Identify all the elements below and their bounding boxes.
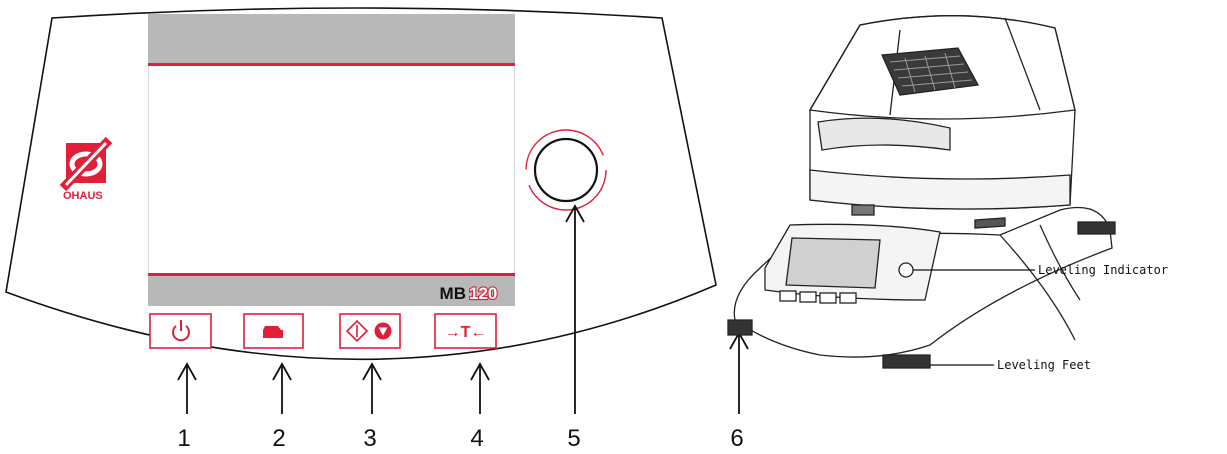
callout-4: 4 [470,425,483,452]
screen-top-red-line [148,63,515,66]
screen-bottom-bar [148,276,515,306]
moisture-analyzer-drawing [727,15,1116,369]
lid-latch [851,204,875,216]
logo-ring [69,151,103,177]
start-stop-key[interactable] [339,313,401,349]
power-key[interactable] [149,313,212,349]
arrow-6 [729,331,749,414]
callout-1: 1 [177,425,190,452]
print-key[interactable] [243,313,304,349]
start-stop-icon [345,319,392,343]
callout-2: 2 [272,425,285,452]
printer-icon [263,326,283,338]
base-side-sweep [999,224,1081,341]
callout-numbers: 1 2 3 4 5 6 [177,425,743,452]
callout-3: 3 [363,425,376,452]
bubble-level-icon [525,129,607,211]
ohaus-logo: OHAUS [59,136,113,202]
callout-6: 6 [730,425,743,452]
bubble-outer-ring [525,129,607,211]
arrow-5 [565,204,585,414]
model-number: 120 [469,284,497,303]
arrow-2 [272,362,292,414]
arrow-3 [362,362,382,414]
screen-area [148,66,515,273]
vent-grille [881,47,980,96]
logo-slash-inner [64,141,108,187]
screen-bottom-red-line [148,273,515,276]
screen-top-bar [148,14,515,64]
tare-key[interactable]: →T← [434,313,497,349]
leveling-feet-label: Leveling Feet [997,358,1091,372]
keypad: →T← [149,313,497,349]
leveling-feet [727,217,1116,369]
logo-wordmark: OHAUS [63,190,103,202]
control-panel: MB 120 OHAUS [5,7,749,452]
bubble-circle [533,137,599,203]
tare-icon: →T← [445,324,487,341]
front-level-bubble [898,262,914,278]
lid-ridge-2 [1004,17,1041,111]
leveling-indicator-label: Leveling Indicator [1038,263,1168,277]
lid-lower-band [809,169,1071,210]
lid-top-face [808,15,1076,120]
display-screen: MB 120 [148,14,515,306]
arrow-1 [177,362,197,414]
lid-handle [817,117,951,151]
front-keys [779,290,857,304]
power-icon [172,320,190,342]
callout-arrows [177,204,749,414]
model-label: MB [440,284,466,303]
front-display [785,237,881,289]
arrow-4 [470,362,490,414]
callout-5: 5 [567,425,580,452]
model-prefix: MB [440,284,466,303]
